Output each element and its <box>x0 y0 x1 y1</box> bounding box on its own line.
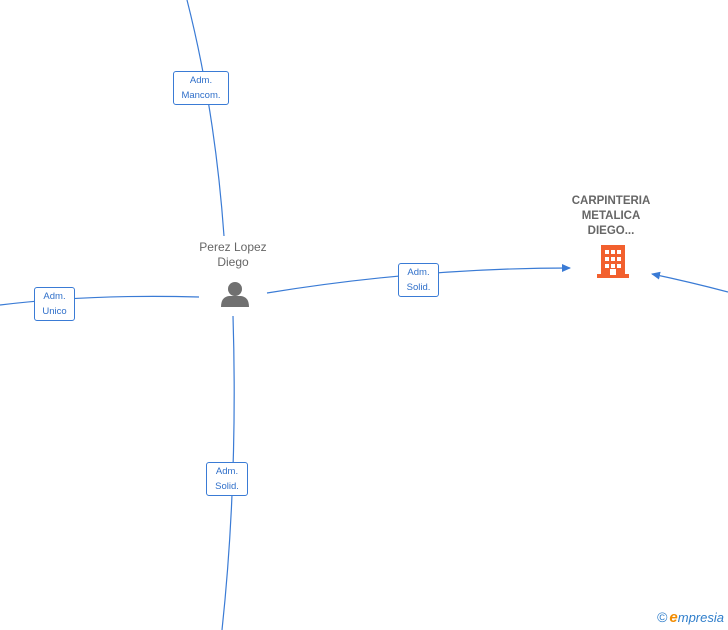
edge-label-top[interactable]: Adm. Mancom. <box>173 71 229 105</box>
copyright-symbol: © <box>657 609 668 625</box>
brand-rest: mpresia <box>677 610 724 625</box>
edge-left <box>0 295 200 306</box>
edge-label-top-line1: Adm. <box>189 75 213 86</box>
edge-far-right <box>651 271 728 293</box>
edge-label-right[interactable]: Adm. Solid. <box>398 263 439 297</box>
person-name-line2: Diego <box>217 255 249 269</box>
building-windows <box>605 250 621 275</box>
edge-label-left-line1: Adm. <box>43 291 66 302</box>
company-name-line3: DIEGO... <box>587 225 635 237</box>
edge-label-bottom-line1: Adm. <box>215 466 239 477</box>
edge-label-right-line2: Solid. <box>406 282 431 293</box>
edge-label-right-line1: Adm. <box>407 267 430 278</box>
company-name-line1: CARPINTERIA <box>571 195 651 207</box>
person-icon[interactable] <box>221 282 249 307</box>
person-name[interactable]: Perez Lopez Diego <box>188 240 278 270</box>
edge-label-bottom[interactable]: Adm. Solid. <box>206 462 248 496</box>
brand-logo: ©empresia <box>657 609 724 626</box>
company-name[interactable]: CARPINTERIA METALICA DIEGO... <box>556 194 666 239</box>
brand-initial: e <box>669 609 678 626</box>
edge-top <box>186 0 225 237</box>
edge-label-top-line2: Mancom. <box>181 90 221 101</box>
edge-label-bottom-line2: Solid. <box>215 481 239 492</box>
person-name-line1: Perez Lopez <box>199 240 267 254</box>
edge-label-left-line2: Unico <box>42 306 67 317</box>
edge-label-left[interactable]: Adm. Unico <box>34 287 75 321</box>
company-name-line2: METALICA <box>581 210 641 222</box>
